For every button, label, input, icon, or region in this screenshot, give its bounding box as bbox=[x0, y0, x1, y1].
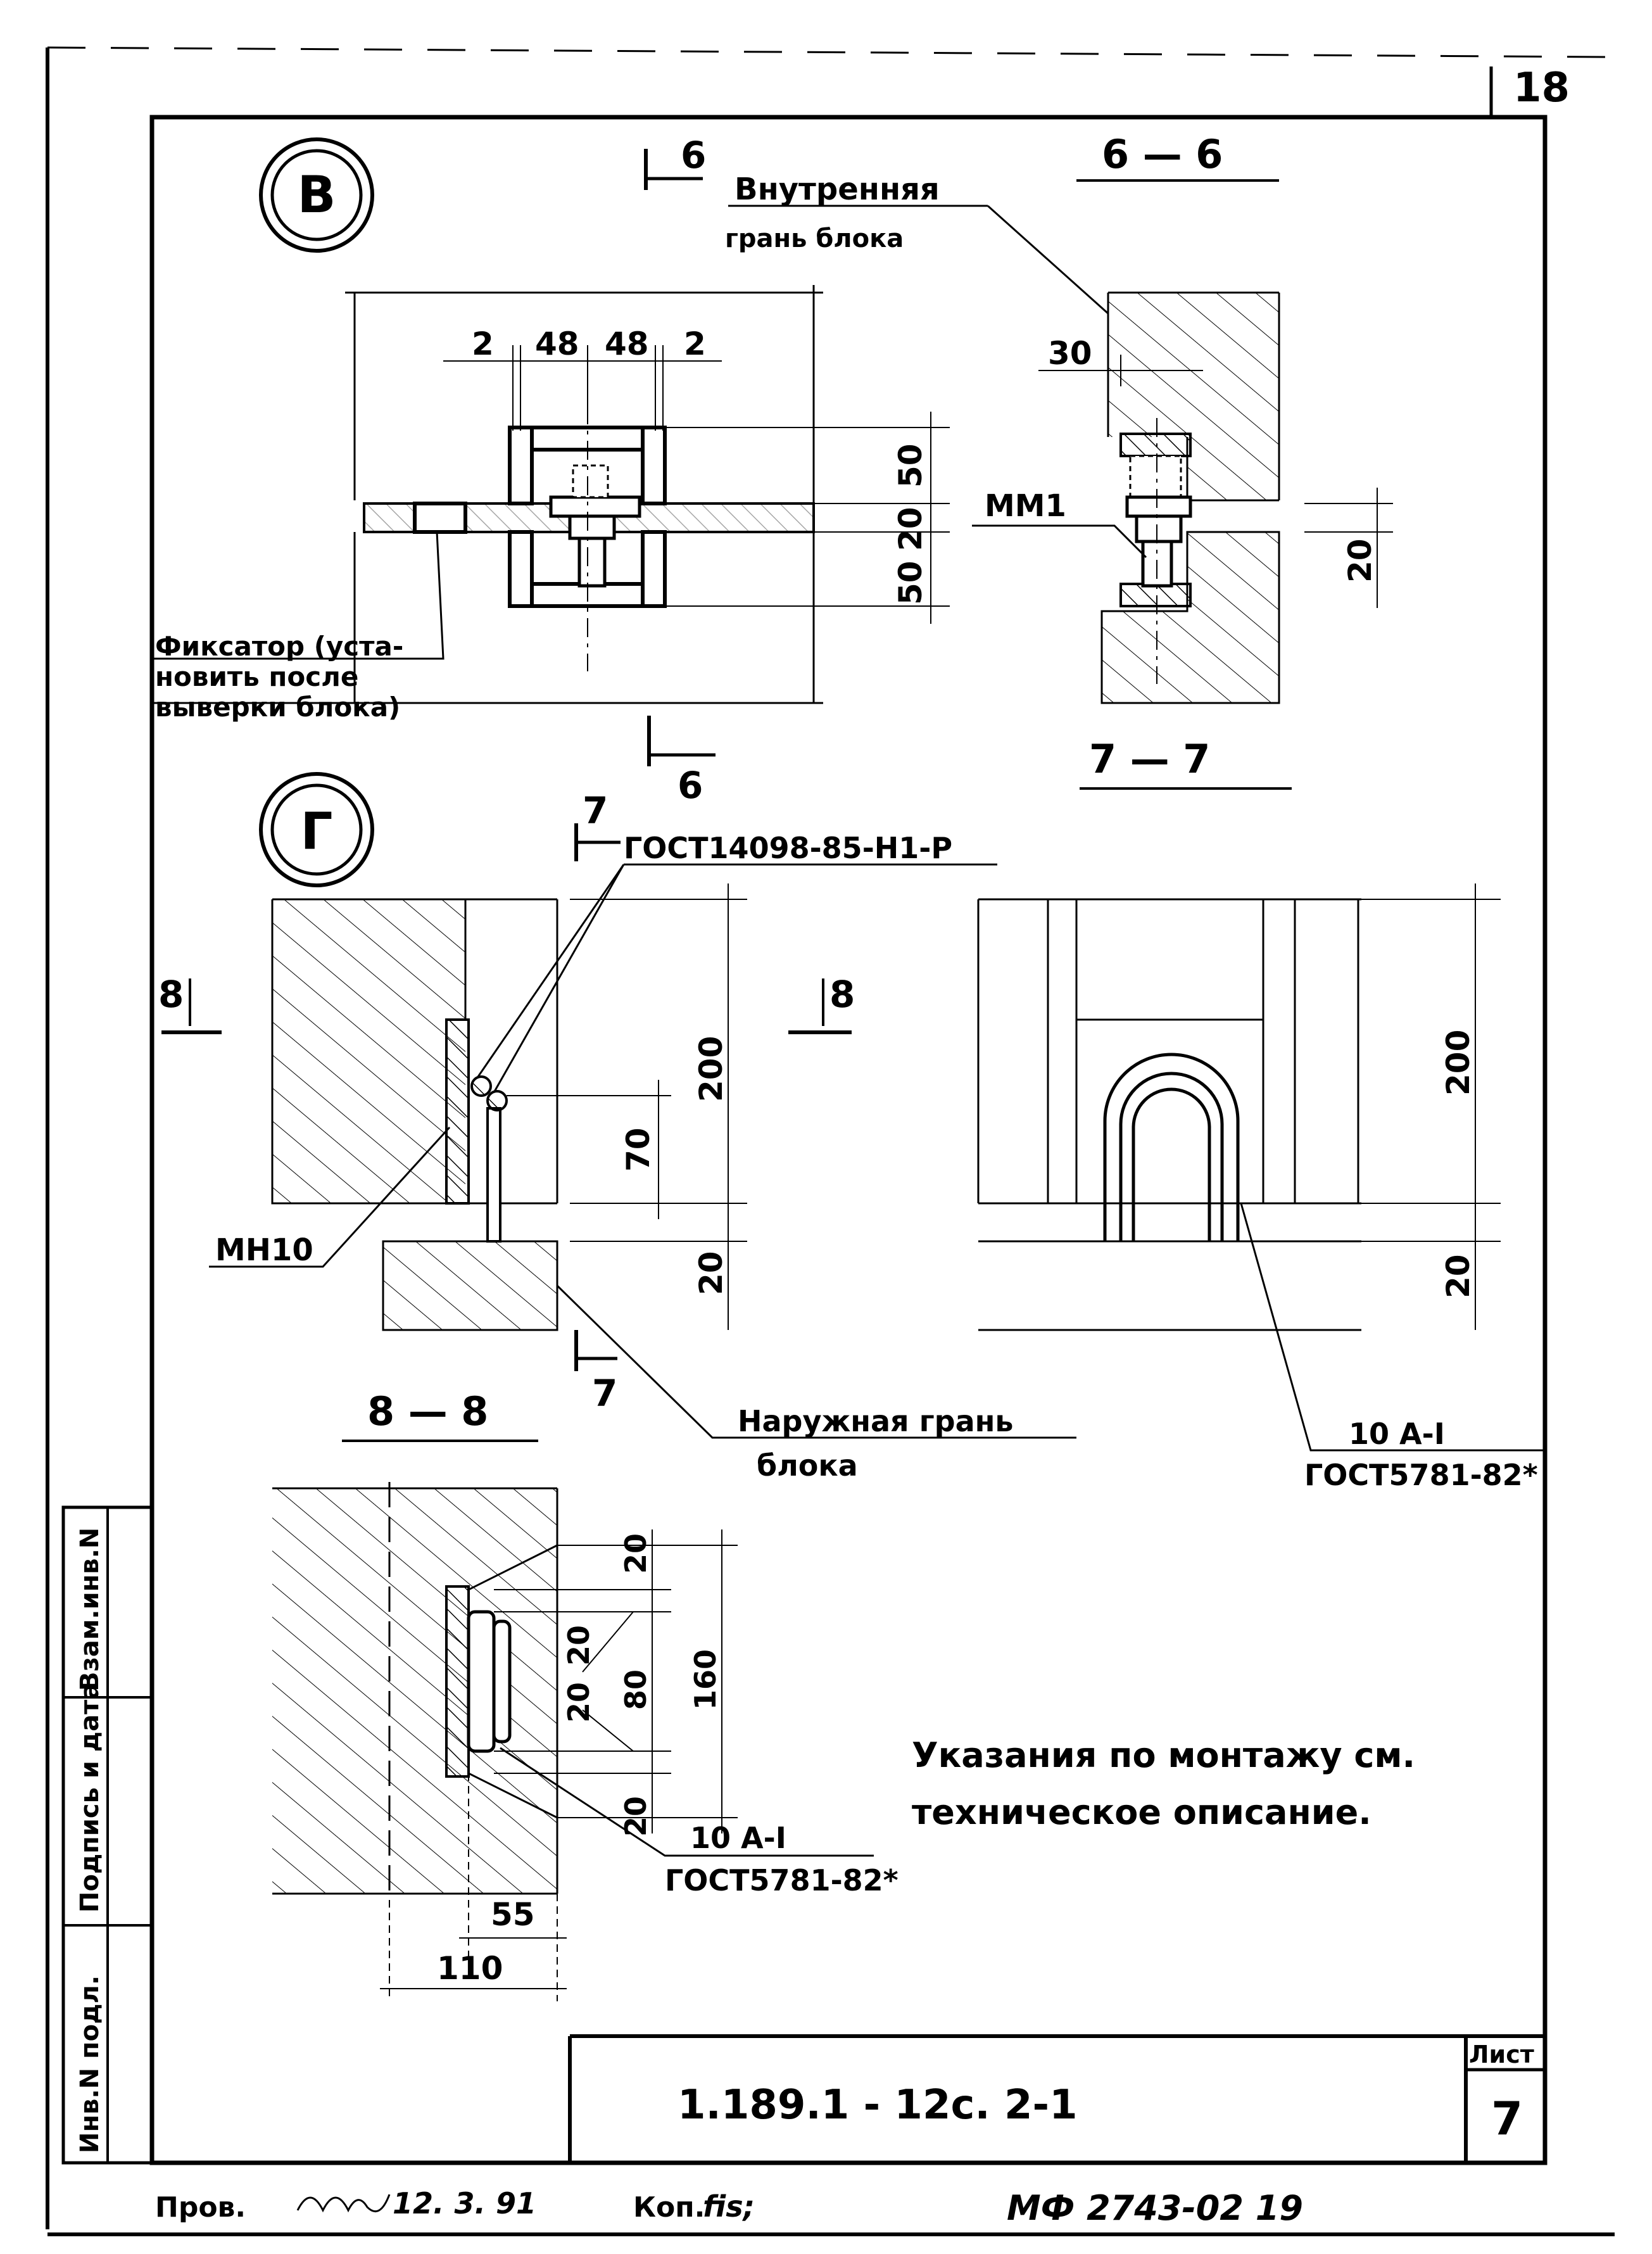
fixator-label-3: выверки блока) bbox=[155, 692, 400, 723]
dim-48-left: 48 bbox=[535, 326, 579, 362]
sheet-top-number: 18 bbox=[1513, 65, 1570, 111]
list-number: 7 bbox=[1491, 2092, 1523, 2145]
fixator-label-2: новить после bbox=[155, 661, 358, 692]
stamp-inv-podl: Инв.N подл. bbox=[75, 1975, 104, 2153]
dim-20-66: 20 bbox=[1342, 538, 1378, 583]
footer-date: 12. 3. 91 bbox=[393, 2186, 536, 2220]
mounting-note-2: техническое описание. bbox=[912, 1792, 1371, 1832]
dim-20-8-bot: 20 bbox=[619, 1796, 653, 1837]
dim-20-mid: 20 bbox=[892, 507, 929, 551]
sheet-frame bbox=[46, 46, 1615, 2236]
section-7-7-title: 7 — 7 bbox=[1089, 736, 1210, 782]
title-block: 1.189.1 - 12с. 2-1 Лист 7 bbox=[568, 2034, 1545, 2163]
dim-2-right: 2 bbox=[684, 326, 706, 362]
side-stamp: Инв.N подл. Подпись и дата Взам.инв.N bbox=[61, 1505, 154, 2165]
section-8-left: 8 bbox=[158, 973, 184, 1016]
dim-50-bottom: 50 bbox=[892, 560, 929, 605]
stamp-vzam-inv: Взам.инв.N bbox=[75, 1528, 104, 1691]
checker-signature bbox=[296, 2194, 391, 2213]
dim-200-right: 200 bbox=[1440, 1030, 1477, 1096]
dim-55: 55 bbox=[491, 1896, 535, 1933]
footer-archive: МФ 2743-02 19 bbox=[1007, 2188, 1303, 2228]
circle-b-label: В bbox=[298, 165, 336, 224]
dim-20-left: 20 bbox=[693, 1251, 729, 1295]
dim-30: 30 bbox=[1048, 335, 1092, 372]
dim-110: 110 bbox=[437, 1950, 503, 1987]
outer-face-label-1: Наружная грань bbox=[738, 1404, 1013, 1438]
footer: Пров. 12. 3. 91 Коп. fis; МФ 2743-02 19 bbox=[155, 2186, 1303, 2228]
footer-copy: Коп. bbox=[633, 2191, 705, 2224]
section-6-bottom: 6 bbox=[678, 764, 703, 807]
section-7-7-elevation: 200 20 10 А-I ГОСТ5781-82* bbox=[977, 883, 1545, 1492]
inner-face-label-2: грань блока bbox=[725, 224, 904, 253]
outer-face-label-2: блока bbox=[757, 1448, 858, 1483]
dim-80: 80 bbox=[619, 1669, 653, 1710]
section-7-bottom: 7 bbox=[592, 1372, 617, 1415]
section-6-top: 6 bbox=[681, 134, 706, 177]
footer-copy-signature: fis; bbox=[703, 2189, 755, 2224]
section-7-top: 7 bbox=[583, 789, 608, 832]
fixator-label-1: Фиксатор (уста- bbox=[155, 631, 403, 662]
dim-48-right: 48 bbox=[605, 326, 649, 362]
stamp-podpis-data: Подпись и дата bbox=[75, 1683, 104, 1913]
mm1-label: ММ1 bbox=[985, 488, 1066, 524]
drawing-code: 1.189.1 - 12с. 2-1 bbox=[678, 2082, 1078, 2129]
rebar-label-2: 10 А-I bbox=[690, 1821, 786, 1855]
dim-2-left: 2 bbox=[472, 326, 494, 362]
section-8-8-title: 8 — 8 bbox=[367, 1388, 488, 1434]
view-g: Г 7 ГОСТ14098-85-Н1-Р 8 8 bbox=[158, 772, 1076, 1483]
mn10-label: МН10 bbox=[215, 1232, 313, 1268]
section-8-8: 8 — 8 20 20 80 20 160 20 55 bbox=[272, 1388, 899, 2001]
dim-20-right: 20 bbox=[1440, 1254, 1477, 1298]
dim-160: 160 bbox=[688, 1649, 722, 1710]
rebar-gost-label-1: ГОСТ5781-82* bbox=[1304, 1458, 1538, 1492]
dim-20-8-mid1: 20 bbox=[562, 1625, 596, 1666]
dim-70: 70 bbox=[620, 1127, 657, 1172]
section-8-right: 8 bbox=[829, 973, 855, 1016]
footer-checked: Пров. bbox=[155, 2191, 246, 2224]
section-6-6-title: 6 — 6 bbox=[1102, 131, 1223, 177]
section-6-6: 6 — 6 30 20 ММ1 bbox=[972, 131, 1393, 704]
circle-g-label: Г bbox=[301, 802, 333, 861]
inner-face-label-1: Внутренняя bbox=[735, 172, 940, 207]
view-b: В 6 2 48 48 bbox=[152, 134, 950, 807]
mounting-note-1: Указания по монтажу см. bbox=[912, 1735, 1415, 1775]
list-label: Лист bbox=[1469, 2041, 1534, 2068]
dim-200-left: 200 bbox=[693, 1036, 729, 1102]
dim-50-top: 50 bbox=[892, 443, 929, 488]
dim-20-8-top: 20 bbox=[619, 1533, 653, 1574]
gost-14098-label: ГОСТ14098-85-Н1-Р bbox=[624, 831, 952, 865]
rebar-gost-label-2: ГОСТ5781-82* bbox=[665, 1863, 899, 1897]
rebar-label-1: 10 А-I bbox=[1349, 1417, 1445, 1451]
